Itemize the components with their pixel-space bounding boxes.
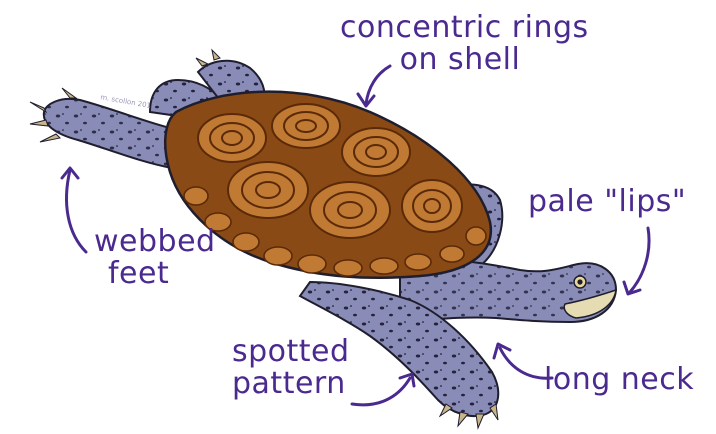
label-line: on shell xyxy=(340,44,580,76)
arrow-pale-lips xyxy=(624,228,649,294)
label-line: pattern xyxy=(232,368,350,400)
scute xyxy=(272,104,340,148)
scute xyxy=(342,128,410,176)
label-long-neck: long neck xyxy=(544,364,694,396)
scute xyxy=(310,182,390,238)
label-line: feet xyxy=(94,258,216,290)
label-webbed-feet: webbed feet xyxy=(94,226,216,289)
label-spotted-pattern: spotted pattern xyxy=(232,336,350,399)
arrow-spotted-pattern xyxy=(352,374,414,405)
scute xyxy=(228,162,308,218)
label-line: spotted xyxy=(232,336,350,368)
scute xyxy=(402,180,462,232)
scute xyxy=(198,114,266,162)
label-line: webbed xyxy=(94,226,216,258)
arrow-webbed-feet xyxy=(62,168,86,252)
label-concentric-rings: concentric rings on shell xyxy=(340,12,580,75)
label-line: concentric rings xyxy=(340,12,580,44)
label-pale-lips: pale "lips" xyxy=(528,186,686,218)
